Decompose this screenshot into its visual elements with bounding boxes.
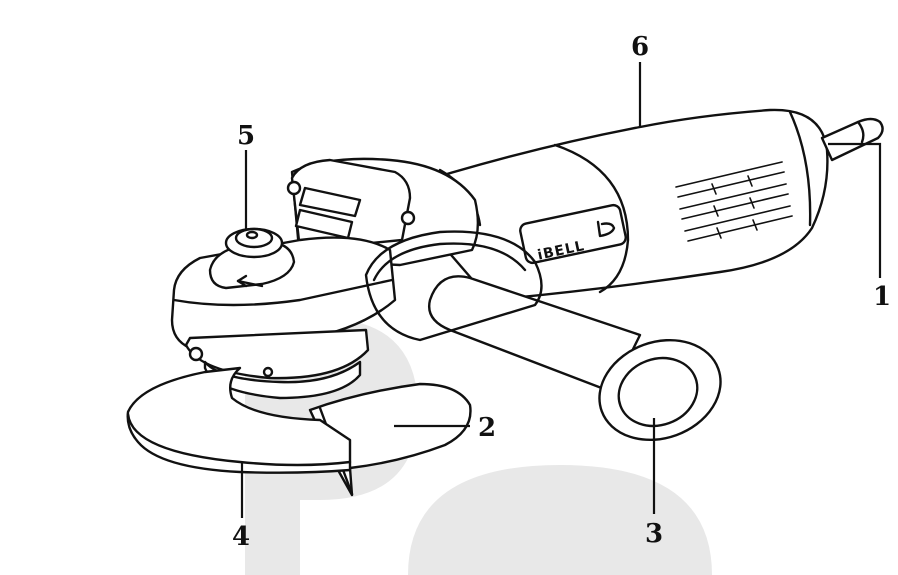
callout-5: 5 (237, 121, 255, 151)
side-handle (428, 275, 722, 442)
callout-6: 6 (631, 32, 649, 62)
cable-guard (820, 117, 884, 162)
callout-labels: 6 5 1 2 3 4 (232, 32, 891, 552)
callout-1: 1 (873, 282, 891, 312)
vent-slots (675, 161, 793, 242)
leader-lines (240, 62, 882, 518)
callout-2: 2 (478, 413, 496, 443)
callout-3: 3 (645, 519, 663, 549)
guard-collar (364, 230, 543, 342)
grinding-disc (126, 366, 352, 474)
head-block (170, 236, 397, 350)
spindle-lock-button (224, 227, 284, 259)
leader-1 (828, 142, 882, 278)
callout-4: 4 (232, 522, 250, 552)
spindle-rings (184, 328, 370, 400)
